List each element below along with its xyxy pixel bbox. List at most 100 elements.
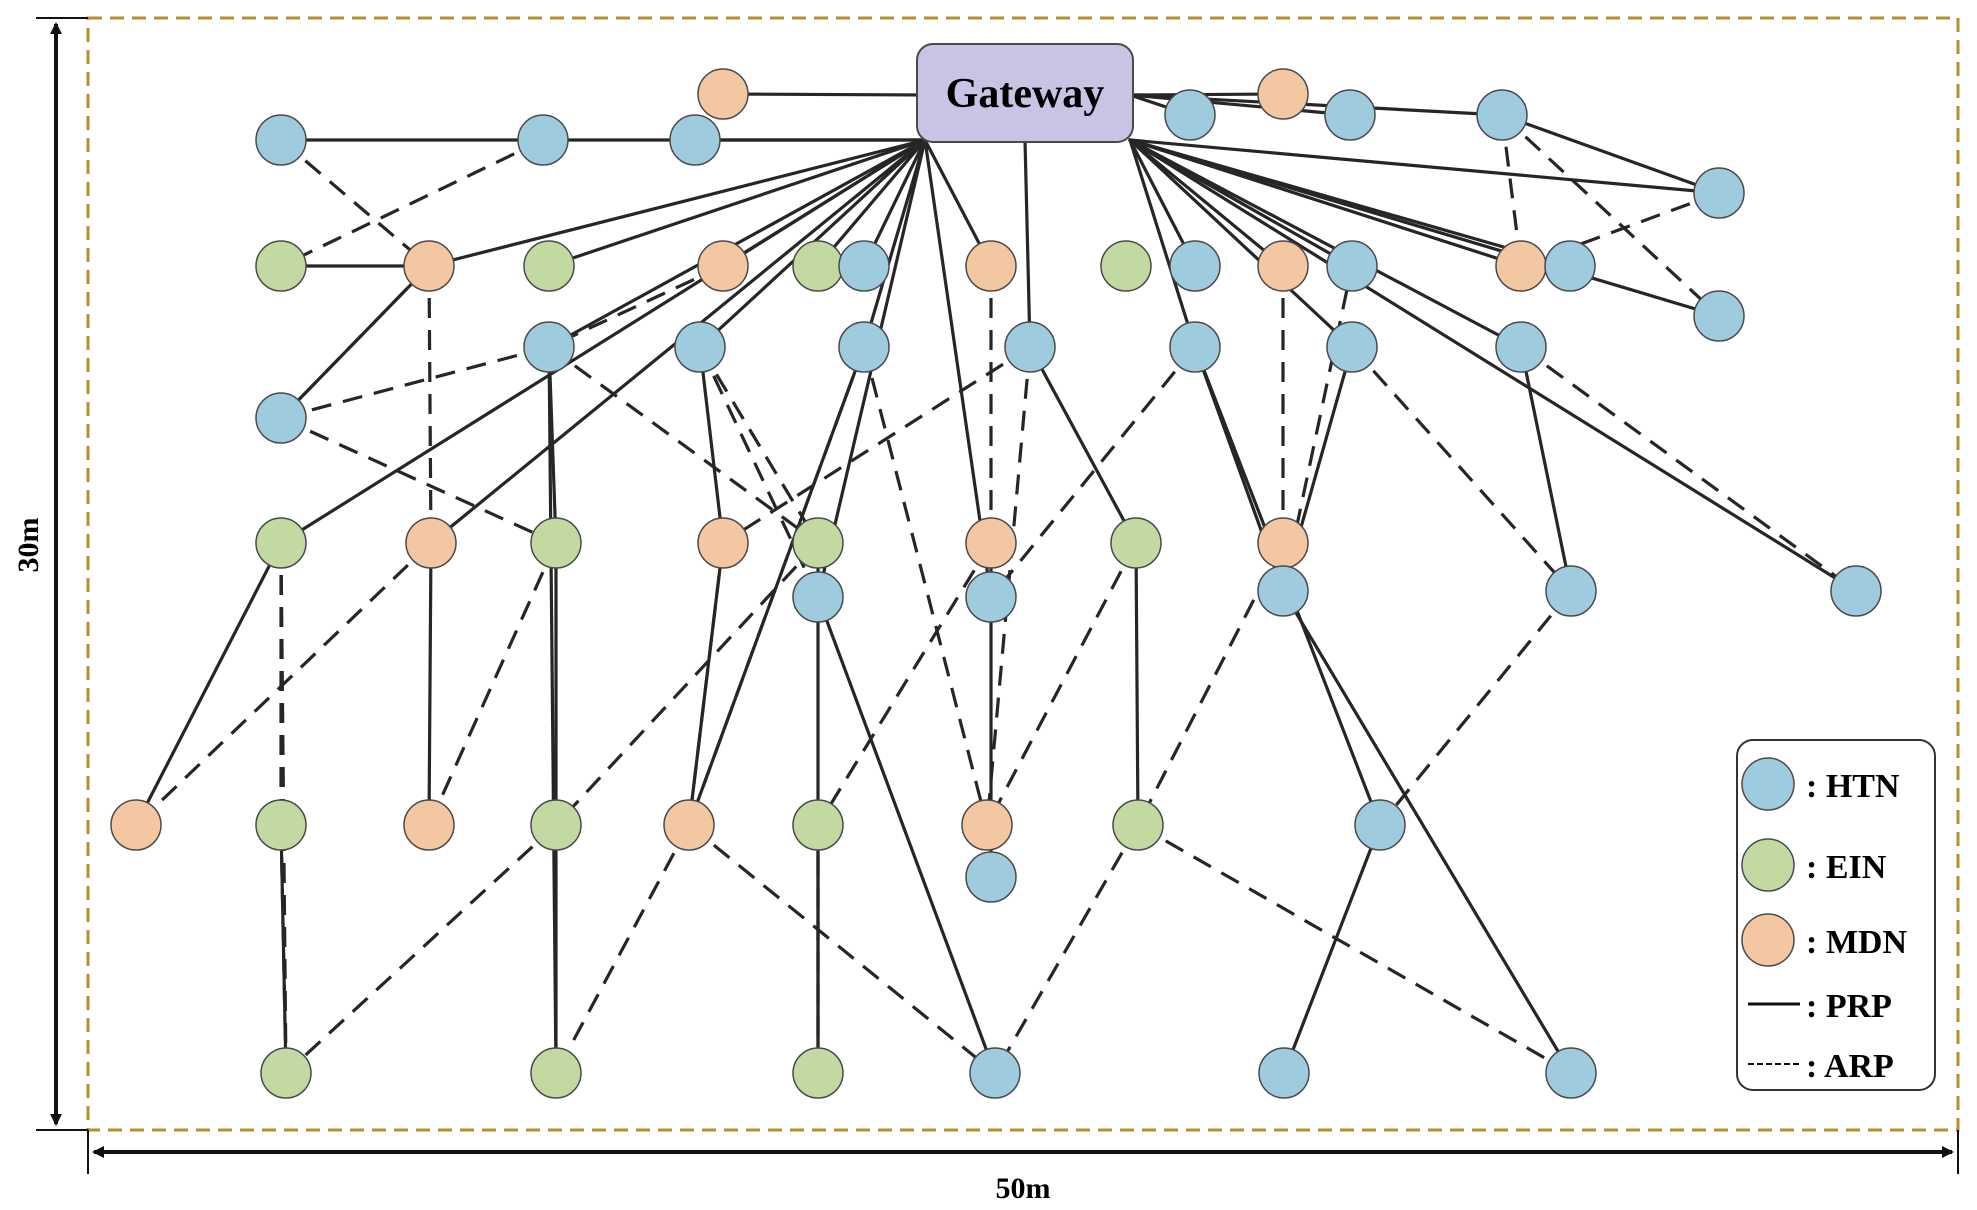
prp-link [1128, 138, 1285, 268]
htn-node [1258, 1047, 1310, 1099]
htn-node [1004, 321, 1056, 373]
mdn-node [403, 240, 455, 292]
htn-node [1545, 565, 1597, 617]
mdn-node [663, 799, 715, 851]
htn-node [1693, 167, 1745, 219]
arp-link [993, 824, 1140, 1074]
legend-htn-icon [1741, 757, 1795, 811]
prp-link [1282, 823, 1382, 1075]
mdn-node [405, 517, 457, 569]
prp-link [816, 595, 997, 1075]
ein-node [255, 240, 307, 292]
prp-link [1128, 138, 1721, 195]
ein-node [530, 1047, 582, 1099]
arp-link [427, 542, 558, 826]
gateway-label: Gateway [946, 71, 1105, 117]
arp-link [1350, 345, 1573, 593]
legend-arp-label: : ARP [1806, 1048, 1894, 1085]
htn-node [255, 114, 307, 166]
ein-node [792, 240, 844, 292]
ein-node [523, 240, 575, 292]
prp-link [1028, 345, 1138, 545]
mdn-node [1257, 517, 1309, 569]
prp-link [1519, 345, 1573, 593]
width-dimension: 50m [87, 1130, 1959, 1205]
arp-link [427, 265, 433, 544]
ein-node [1100, 240, 1152, 292]
prp-link [1128, 138, 1523, 349]
prp-link [279, 264, 431, 420]
prp-link [721, 92, 927, 97]
arp-link [1137, 823, 1572, 1075]
arp-link [280, 416, 557, 545]
mdn-node [1257, 240, 1309, 292]
arp-link [280, 345, 550, 420]
htn-node [1495, 321, 1547, 373]
arp-link [687, 823, 997, 1075]
htn-node [1164, 89, 1216, 141]
htn-node [674, 321, 726, 373]
htn-node [792, 571, 844, 623]
arp-link [1136, 542, 1285, 826]
legend-mdn-label: : MDN [1806, 924, 1907, 961]
mdn-node [697, 240, 749, 292]
ein-node [792, 1047, 844, 1099]
prp-link [1023, 138, 1032, 349]
nodes-layer [110, 68, 1882, 1099]
htn-node [1326, 240, 1378, 292]
mdn-node [1257, 68, 1309, 120]
arp-link [862, 346, 989, 826]
mdn-node [1495, 240, 1547, 292]
arp-link [1520, 345, 1857, 593]
prp-link [1128, 138, 1197, 349]
prp-link [862, 138, 927, 349]
htn-node [838, 240, 890, 292]
htn-node [1257, 565, 1309, 617]
prp-link [687, 541, 725, 827]
width-label: 50m [996, 1172, 1051, 1205]
links-layer [134, 92, 1858, 1075]
htn-node [1544, 240, 1596, 292]
prp-link [1281, 589, 1573, 1075]
htn-node [838, 321, 890, 373]
arp-link [1500, 113, 1721, 318]
deployment-area-boundary [86, 16, 1960, 1132]
prp-link [279, 138, 927, 545]
arp-link [280, 138, 544, 268]
ein-node [530, 517, 582, 569]
prp-link [134, 541, 283, 827]
arp-link [1378, 589, 1573, 827]
htn-node [965, 851, 1017, 903]
ein-node [792, 799, 844, 851]
htn-node [1324, 89, 1376, 141]
arp-link [279, 138, 431, 268]
arp-link [698, 346, 820, 544]
htn-node [1169, 240, 1221, 292]
arp-link [134, 541, 433, 827]
ein-node [530, 799, 582, 851]
arp-link [548, 345, 819, 545]
mdn-node [697, 68, 749, 120]
legend: : HTN : EIN : MDN : PRP : ARP [1736, 739, 1936, 1091]
arp-link [284, 823, 558, 1075]
prp-link [816, 138, 927, 268]
ein-node [255, 799, 307, 851]
height-dimension: 30m [12, 17, 88, 1131]
ein-node [255, 517, 307, 569]
htn-node [669, 114, 721, 166]
ein-node [1110, 517, 1162, 569]
legend-mdn-icon [1741, 913, 1795, 967]
height-label: 30m [12, 518, 45, 573]
htn-node [1693, 290, 1745, 342]
prp-link [1128, 138, 1858, 593]
legend-prp-label: : PRP [1806, 988, 1892, 1025]
prp-link [1134, 541, 1140, 827]
legend-ein-icon [1741, 838, 1795, 892]
gateway-box [916, 43, 1134, 143]
arp-link [1281, 265, 1354, 592]
arp-link [1500, 114, 1523, 267]
htn-node [255, 392, 307, 444]
prp-link [547, 138, 927, 349]
mdn-node [961, 799, 1013, 851]
